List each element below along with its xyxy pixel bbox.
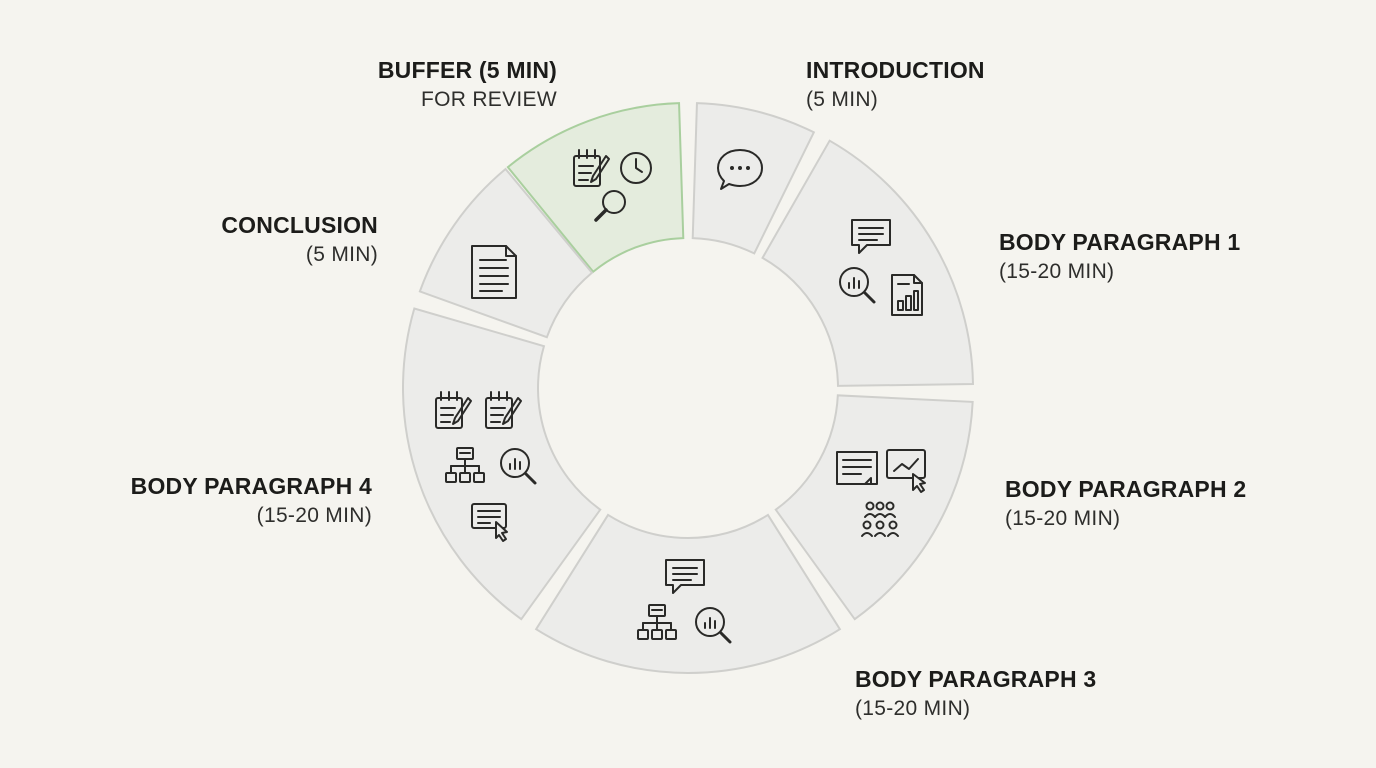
label-buffer-title: BUFFER (5 MIN)	[377, 57, 557, 83]
label-introduction-title: INTRODUCTION	[806, 57, 985, 83]
label-body4-subtitle: (15-20 MIN)	[256, 504, 372, 527]
label-body3-title: BODY PARAGRAPH 3	[855, 666, 1097, 692]
label-body1: BODY PARAGRAPH 1 (15-20 MIN)	[999, 228, 1240, 286]
label-body3-subtitle: (15-20 MIN)	[855, 697, 971, 720]
label-buffer: BUFFER (5 MIN) FOR REVIEW	[378, 56, 557, 114]
label-body2-subtitle: (15-20 MIN)	[1005, 507, 1121, 530]
segment-body3	[534, 513, 842, 674]
segment-introduction	[691, 102, 816, 255]
label-conclusion-subtitle: (5 MIN)	[305, 243, 378, 266]
label-introduction: INTRODUCTION (5 MIN)	[806, 56, 985, 114]
label-body2: BODY PARAGRAPH 2 (15-20 MIN)	[1005, 475, 1246, 533]
label-body2-title: BODY PARAGRAPH 2	[1005, 476, 1247, 502]
label-body1-title: BODY PARAGRAPH 1	[999, 229, 1241, 255]
segment-body1	[761, 139, 974, 387]
label-body4-title: BODY PARAGRAPH 4	[130, 473, 372, 499]
label-body3: BODY PARAGRAPH 3 (15-20 MIN)	[855, 665, 1096, 723]
label-conclusion: CONCLUSION (5 MIN)	[221, 211, 378, 269]
label-introduction-subtitle: (5 MIN)	[806, 88, 879, 111]
label-body1-subtitle: (15-20 MIN)	[999, 260, 1115, 283]
label-buffer-subtitle: FOR REVIEW	[420, 88, 557, 111]
segment-buffer	[506, 102, 685, 274]
label-conclusion-title: CONCLUSION	[221, 212, 378, 238]
label-body4: BODY PARAGRAPH 4 (15-20 MIN)	[131, 472, 372, 530]
